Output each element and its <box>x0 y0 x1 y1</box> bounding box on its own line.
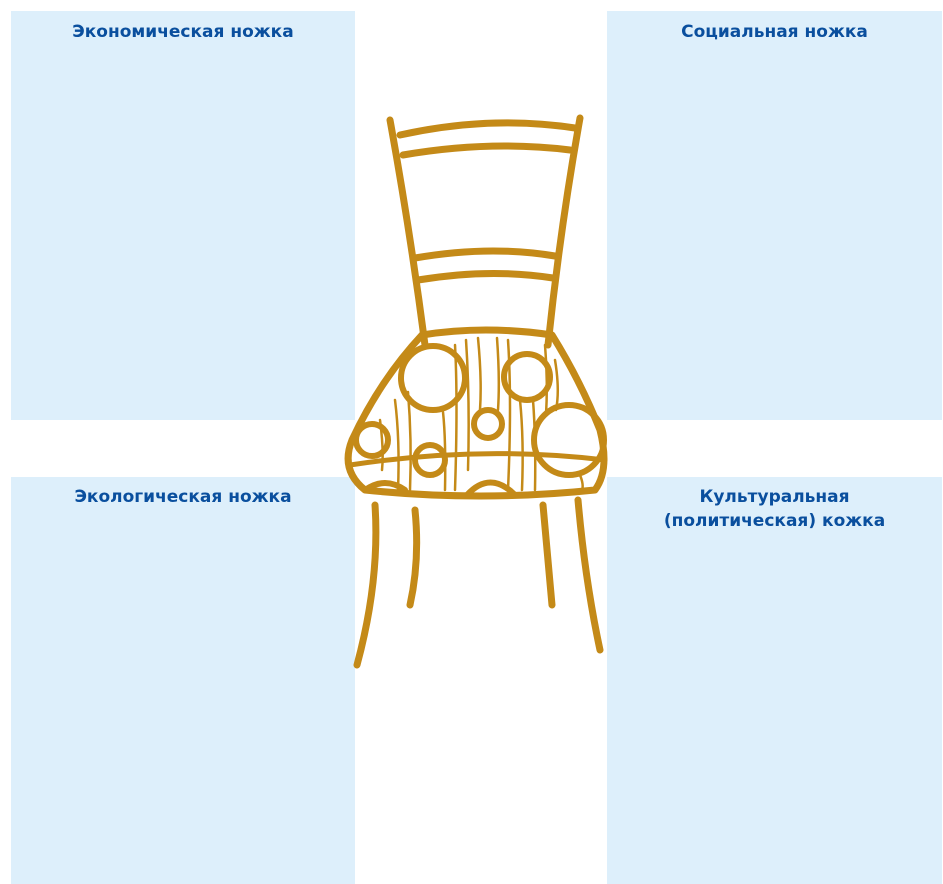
social-leg-label: Социальная ножка <box>607 20 942 44</box>
ecological-leg-panel: Экологическая ножка <box>11 477 355 884</box>
chair-mid-rail-bottom <box>418 273 553 280</box>
chair-knot-5 <box>415 445 445 475</box>
ecological-leg-label: Экологическая ножка <box>11 485 355 509</box>
chair-crest-rail-top <box>400 123 575 135</box>
chair-knot-2 <box>504 354 550 400</box>
chair-mid-rail-top <box>415 251 555 258</box>
chair-knot-8 <box>365 483 405 490</box>
cultural-leg-panel: Культуральная (политическая) кожка <box>607 477 942 884</box>
chair-back-right-post <box>548 118 580 345</box>
chair-knot-1 <box>401 346 465 410</box>
chair-crest-rail-bottom <box>403 146 570 155</box>
cultural-leg-label-line2: (политическая) кожка <box>607 509 942 533</box>
economic-leg-panel: Экономическая ножка <box>11 11 355 420</box>
chair-leg-back-left <box>410 510 417 605</box>
chair-leg-back-right <box>543 505 552 605</box>
chair-knot-3 <box>474 410 502 438</box>
chair-knot-4 <box>534 405 604 475</box>
chair-seat-front-rail <box>350 454 605 465</box>
social-leg-panel: Социальная ножка <box>607 11 942 420</box>
chair-back-left-post <box>390 120 425 345</box>
cultural-leg-label-line1: Культуральная <box>607 485 942 509</box>
economic-leg-label: Экономическая ножка <box>11 20 355 44</box>
chair-knot-6 <box>356 424 388 456</box>
chair-leg-front-right <box>578 500 600 650</box>
chair-seat-outline <box>348 330 604 496</box>
cultural-leg-label: Культуральная (политическая) кожка <box>607 485 942 533</box>
chair-leg-front-left <box>357 505 376 665</box>
chair-knot-7 <box>467 483 515 496</box>
